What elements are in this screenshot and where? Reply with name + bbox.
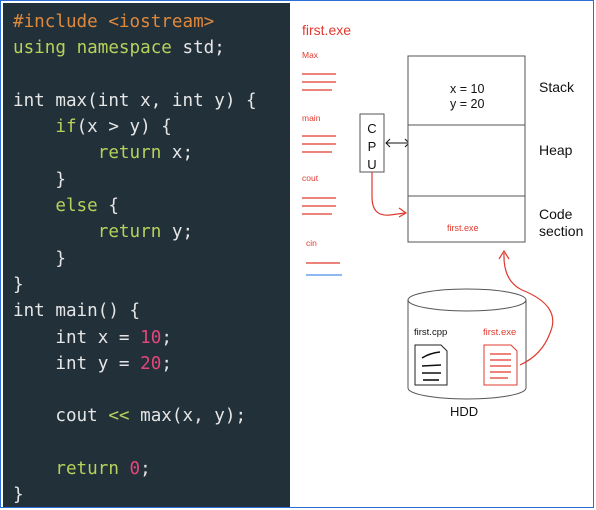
code-line: return 0; [13,456,290,482]
code-line: int max(int x, int y) { [13,88,290,114]
function-label-main: main [302,113,321,123]
code-token: if [13,117,77,138]
code-token: return [13,459,130,480]
code-token: { [108,196,119,217]
code-token: namespace [76,38,183,59]
code-line [13,377,290,403]
function-label-max: Max [302,50,319,60]
code-line: cout << max(x, y); [13,403,290,429]
code-token: x; [171,143,194,164]
code-section-content: first.exe [447,223,479,233]
code-token: int [13,327,98,348]
code-token: cout [13,406,109,427]
code-token: } [13,169,66,190]
code-line [13,430,290,456]
code-token: << [108,406,141,427]
function-main-lines [302,135,336,153]
exe-document-icon [483,344,518,386]
code-token: std; [182,38,225,59]
code-token: x, [140,90,172,111]
code-line: int x = 10; [13,325,290,351]
label-stack: Stack [539,79,575,95]
cpp-document-icon [414,344,448,386]
code-token: int [171,90,215,111]
code-line: using namespace std; [13,35,290,61]
code-token: } [13,274,24,295]
code-token: y) { [214,90,257,111]
code-line: int y = 20; [13,351,290,377]
code-token: main() { [55,301,141,322]
code-line: } [13,272,290,298]
diagram-svg: first.exe Max main cout cin C P [302,22,583,419]
stack-value-x: x = 10 [450,82,484,96]
code-token: return [13,143,172,164]
code-line: if(x > y) { [13,114,290,140]
code-token: #include [13,12,109,32]
cpu-code-arrow [371,172,408,218]
code-token: ; [161,327,172,348]
code-token: 0 [129,459,141,480]
hdd-file-exe-label: first.exe [483,327,516,338]
function-label-cout: cout [302,173,319,183]
code-token: } [13,248,66,269]
code-token: int [13,353,98,374]
code-listing: #include <iostream>using namespace std; … [13,9,290,509]
code-token: else [13,196,109,217]
code-line: } [13,482,290,508]
code-token: } [13,485,24,506]
hdd-label: HDD [450,404,478,419]
stack-value-y: y = 20 [450,97,484,111]
cpu-letter-u: U [367,157,376,172]
function-label-cin: cin [306,238,317,248]
memory-diagram: first.exe Max main cout cin C P [290,3,593,507]
code-token: 10 [140,327,162,348]
code-line: } [13,167,290,193]
code-line: return y; [13,219,290,245]
code-token: y = [97,353,141,374]
code-token: int [13,90,56,111]
memory-block [407,55,526,243]
code-token: <iostream> [108,12,215,32]
function-max-lines [302,73,336,91]
code-token: return [13,222,172,243]
code-token: ; [140,459,151,480]
code-line: else { [13,193,290,219]
code-token: using [13,38,77,59]
code-token: max(x, y); [140,406,247,427]
label-heap: Heap [539,142,573,158]
code-line: return x; [13,140,290,166]
code-line [13,62,290,88]
code-line: #include <iostream> [13,9,290,35]
code-panel: #include <iostream>using namespace std; … [3,3,290,507]
hdd-code-arrow [498,249,554,366]
hdd-file-cpp-label: first.cpp [414,327,447,338]
code-token: int [97,90,141,111]
label-section: section [539,223,583,239]
function-cout-lines [302,197,336,215]
label-code: Code [539,206,573,222]
function-cin-lines [306,262,342,276]
code-token: y; [171,222,194,243]
code-token: x = [97,327,141,348]
diagram-title: first.exe [302,22,351,38]
cpu-letter-c: C [367,121,376,136]
code-token: max( [55,90,98,111]
code-line: int main() { [13,298,290,324]
code-token: int [13,301,56,322]
code-token: ; [161,353,172,374]
cpu-letter-p: P [368,139,377,154]
code-token: (x > y) { [76,117,172,138]
code-line: } [13,246,290,272]
cpu-heap-arrow [385,138,410,148]
code-token: 20 [140,353,162,374]
